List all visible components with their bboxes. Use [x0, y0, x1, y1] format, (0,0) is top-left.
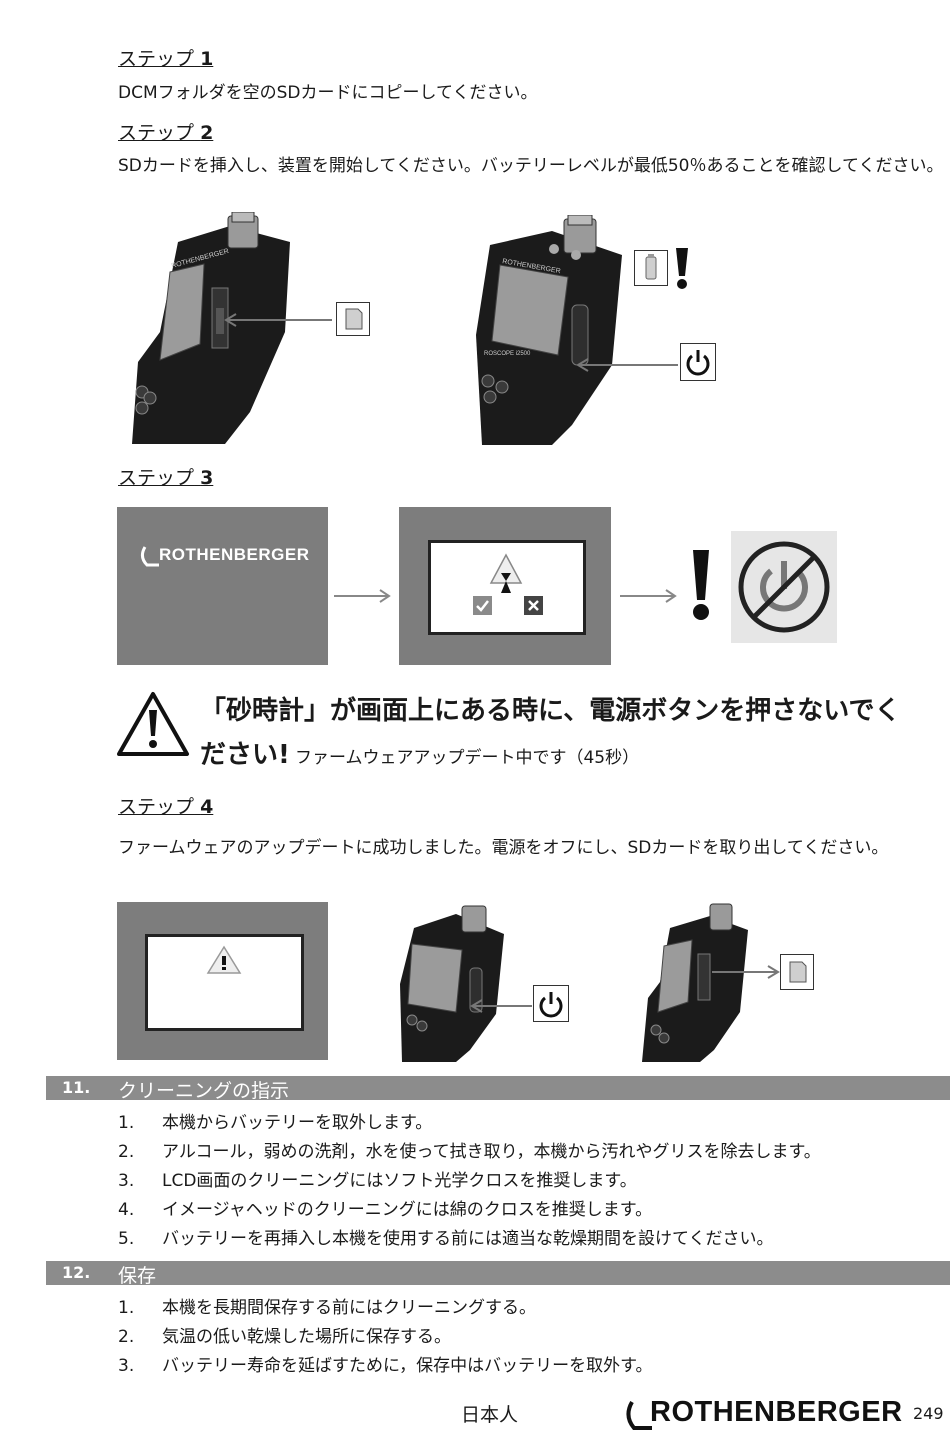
list-item-number: 3.	[118, 1356, 135, 1376]
list-item: 5. バッテリーを再挿入し本機を使用する前には適当な乾燥期間を設けてください。	[118, 1224, 774, 1249]
list-item-text: LCD画面のクリーニングにはソフト光学クロスを推奨します。	[162, 1171, 637, 1191]
device-insert-sd-illustration: ROTHENBERGER	[132, 212, 332, 444]
brand-logo-mark	[140, 546, 159, 567]
list-item: 1. 本機を長期間保存する前にはクリーニングする。	[118, 1293, 536, 1318]
page-number: 249	[913, 1404, 944, 1423]
step2-heading: ステップ 2	[118, 122, 214, 144]
list-item-number: 2.	[118, 1142, 135, 1162]
step3-heading: ステップ 3	[118, 467, 214, 489]
battery-icon	[634, 250, 668, 286]
no-power-icon	[731, 531, 837, 643]
step4-heading: ステップ 4	[118, 796, 214, 818]
sd-card-icon-2	[780, 954, 814, 990]
success-screen	[117, 902, 328, 1060]
list-item-number: 2.	[118, 1327, 135, 1347]
list-item-number: 4.	[118, 1200, 135, 1220]
warning-line1: 「砂時計」が画面上にある時に、電源ボタンを押さないでく	[200, 696, 901, 726]
step4-text: ファームウェアのアップデートに成功しました。電源をオフにし、SDカードを取り出し…	[118, 838, 889, 858]
update-dialog	[428, 540, 586, 635]
footer-language: 日本人	[461, 1404, 519, 1426]
exclamation-icon-large	[693, 550, 709, 620]
warning-line2: ださい! ファームウェアアップデート中です（45秒）	[200, 740, 640, 770]
list-item-text: 気温の低い乾燥した場所に保存する。	[162, 1327, 451, 1347]
section12-header: 12. 保存	[46, 1261, 950, 1287]
list-item: 2. アルコール，弱めの洗剤，水を使って拭き取り，本機から汚れやグリスを除去します…	[118, 1137, 821, 1162]
arrow-right-icon-2	[620, 589, 677, 603]
footer-logo-mark	[626, 1401, 652, 1430]
list-item: 3. LCD画面のクリーニングにはソフト光学クロスを推奨します。	[118, 1166, 637, 1191]
list-item-text: バッテリーを再挿入し本機を使用する前には適当な乾燥期間を設けてください。	[162, 1229, 774, 1249]
warning-triangle-icon	[117, 692, 189, 756]
list-item-number: 1.	[118, 1298, 135, 1318]
list-item-number: 5.	[118, 1229, 135, 1249]
device-model-label: ROSCOPE i2500	[484, 351, 531, 357]
arrow-right-icon	[334, 589, 391, 603]
device-power-off-illustration	[400, 905, 532, 1062]
step1-heading: ステップ 1	[118, 48, 214, 70]
list-item: 1. 本機からバッテリーを取外します。	[118, 1108, 433, 1133]
success-dialog	[145, 934, 304, 1031]
list-item-text: バッテリー寿命を延ばすために，保存中はバッテリーを取外す。	[162, 1356, 653, 1376]
cancel-x-icon	[524, 596, 543, 615]
list-item: 4. イメージャヘッドのクリーニングには綿のクロスを推奨します。	[118, 1195, 653, 1220]
footer-brand: ROTHENBERGER	[650, 1396, 903, 1428]
list-item: 3. バッテリー寿命を延ばすために，保存中はバッテリーを取外す。	[118, 1351, 653, 1376]
confirm-check-icon	[473, 596, 492, 615]
sd-card-icon	[336, 302, 370, 336]
step2-text: SDカードを挿入し、装置を開始してください。バッテリーレベルが最低50％あること…	[118, 156, 944, 176]
boot-screen: ROTHENBERGER	[117, 507, 328, 665]
exclamation-icon	[676, 248, 688, 289]
update-screen	[399, 507, 611, 665]
list-item-text: アルコール，弱めの洗剤，水を使って拭き取り，本機から汚れやグリスを除去します。	[162, 1142, 821, 1162]
hourglass-warning-icon	[489, 553, 523, 593]
device-remove-sd-illustration	[642, 903, 780, 1062]
success-warning-icon	[206, 945, 242, 974]
step1-text: DCMフォルダを空のSDカードにコピーしてください。	[118, 83, 538, 103]
section11-header: 11. クリーニングの指示	[46, 1076, 950, 1102]
list-item-text: イメージャヘッドのクリーニングには綿のクロスを推奨します。	[162, 1200, 653, 1220]
list-item-text: 本機を長期間保存する前にはクリーニングする。	[162, 1298, 536, 1318]
list-item-text: 本機からバッテリーを取外します。	[162, 1113, 433, 1133]
power-icon	[680, 343, 716, 381]
list-item-number: 1.	[118, 1113, 135, 1133]
list-item: 2. 気温の低い乾燥した場所に保存する。	[118, 1322, 451, 1347]
boot-brand-text: ROTHENBERGER	[159, 545, 310, 564]
device-power-on-illustration: ROTHENBERGER ROSCOPE i2500	[476, 215, 678, 445]
list-item-number: 3.	[118, 1171, 135, 1191]
power-off-icon	[533, 985, 569, 1022]
